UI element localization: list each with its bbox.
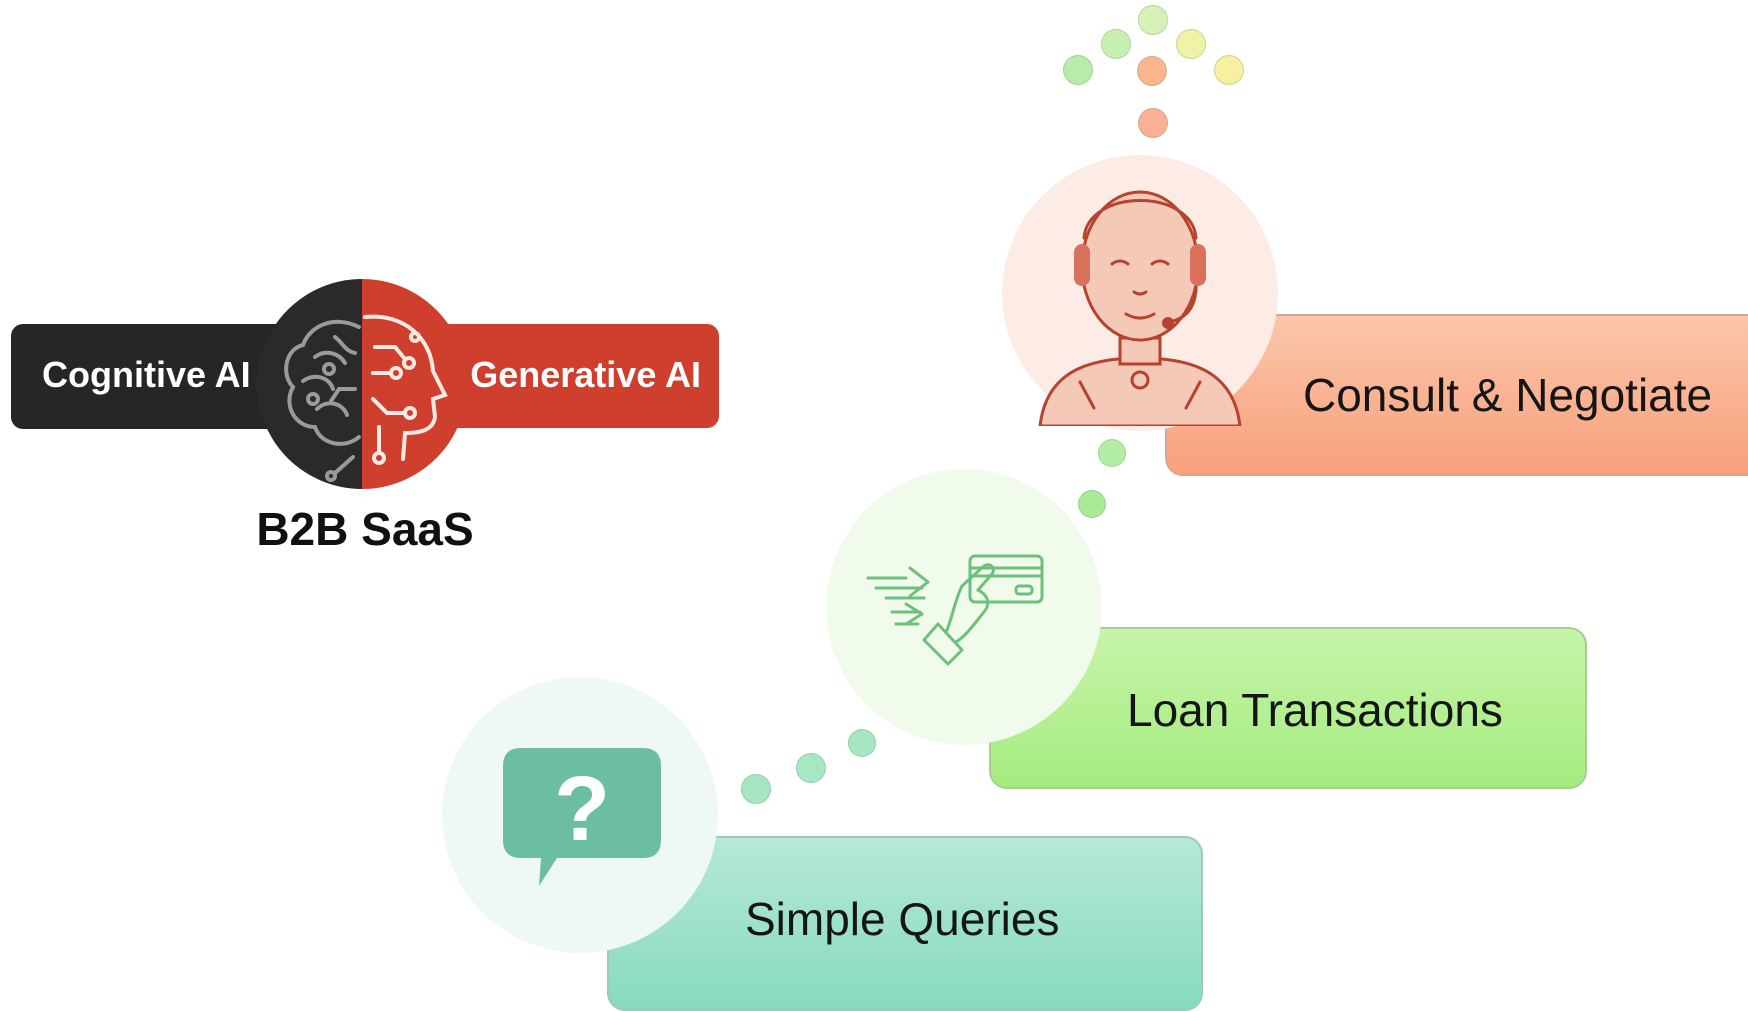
step-label-consult-negotiate: Consult & Negotiate (1303, 369, 1713, 421)
generative-ai-label: Generative AI (470, 354, 701, 395)
b2b-saas-title: B2B SaaS (256, 503, 474, 555)
card-payment-icon (866, 554, 1044, 666)
connector-dot (1063, 55, 1093, 85)
connector-dot (1137, 56, 1167, 86)
connector-dot (1078, 490, 1106, 518)
connector-dot (796, 753, 826, 783)
connector-dot (1098, 439, 1126, 467)
question-bubble-icon: ? (503, 748, 661, 886)
connector-dot (1101, 29, 1131, 59)
cognitive-ai-label: Cognitive AI (42, 354, 251, 395)
robot-agent-icon (1038, 190, 1242, 426)
connector-dot (741, 774, 771, 804)
step-label-loan-transactions: Loan Transactions (1127, 684, 1503, 736)
step-label-simple-queries: Simple Queries (745, 893, 1060, 945)
connector-dot (1176, 29, 1206, 59)
brain-icon (257, 279, 467, 489)
connector-dot (1214, 55, 1244, 85)
connector-dot (1138, 108, 1168, 138)
connector-dot (1138, 5, 1168, 35)
connector-dot (848, 729, 876, 757)
step-circle-loan-transactions (826, 469, 1102, 745)
svg-text:?: ? (554, 758, 610, 860)
